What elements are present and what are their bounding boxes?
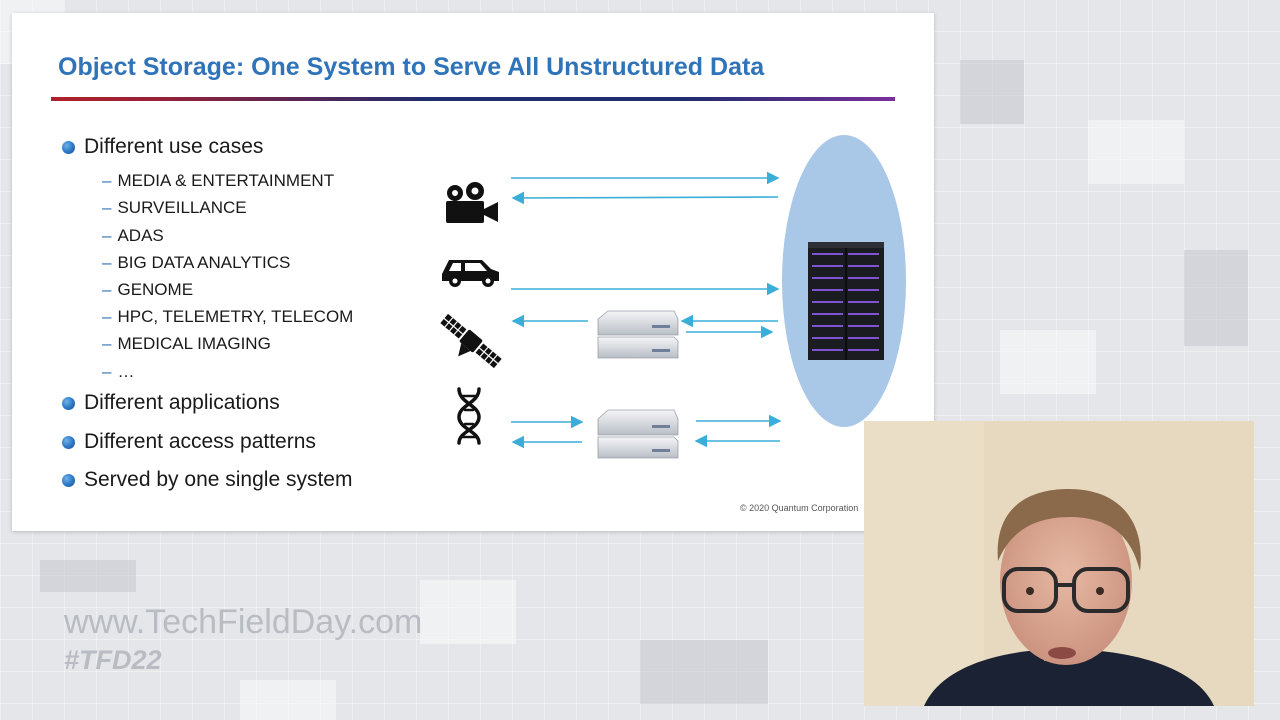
sub-item-text: GENOME [117,280,194,299]
sub-item: –… [102,362,134,382]
bullet-item: Served by one single system [62,468,352,492]
sub-item: –SURVEILLANCE [102,198,247,218]
sub-item-text: MEDIA & ENTERTAINMENT [117,171,335,190]
bg-tile [420,580,516,644]
bg-tile [1184,250,1248,346]
presenter-image [864,421,1254,706]
watermark-hashtag: #TFD22 [64,645,162,675]
architecture-diagram [440,135,906,459]
bullet-item: Different use cases [62,135,263,159]
bullet-icon [62,396,75,410]
dash-icon: – [102,334,112,353]
dash-icon: – [102,171,112,190]
sub-item: –GENOME [102,280,193,300]
copyright: © 2020 Quantum Corporation [740,503,859,513]
sub-item-text: ADAS [117,226,164,245]
sub-item: –MEDIA & ENTERTAINMENT [102,171,334,191]
bullet-text: Served by one single system [84,468,353,491]
dash-icon: – [102,280,112,299]
slide: Object Storage: One System to Serve All … [12,13,934,531]
dash-icon: – [102,307,112,326]
dna-icon [457,387,481,445]
dash-icon: – [102,226,112,245]
bullet-icon [62,140,75,154]
bullet-text: Different use cases [84,135,264,158]
watermark-url: www.TechFieldDay.com [64,603,423,641]
sub-item-text: … [117,362,135,381]
bg-tile [1000,330,1096,394]
sub-item-text: BIG DATA ANALYTICS [117,253,291,272]
title-rule [51,97,895,101]
bg-tile [40,560,136,592]
arrow [511,191,779,205]
webcam-video [864,421,1254,706]
car-icon [442,260,499,287]
bullet-icon [62,473,75,487]
movie-camera-icon [446,182,498,223]
bg-tile [1088,120,1184,184]
bullet-item: Different applications [62,391,280,415]
bullet-item: Different access patterns [62,430,316,454]
sub-item-text: MEDICAL IMAGING [117,334,271,353]
sub-item-text: SURVEILLANCE [117,198,247,217]
server-rack-icon [808,242,884,360]
dash-icon: – [102,198,112,217]
sub-item: –BIG DATA ANALYTICS [102,253,290,273]
server-icon [597,409,679,459]
slide-title: Object Storage: One System to Serve All … [58,53,765,81]
dash-icon: – [102,362,112,381]
dash-icon: – [102,253,112,272]
sub-item: –ADAS [102,226,164,246]
bullet-text: Different access patterns [84,430,316,453]
sub-item: –HPC, TELEMETRY, TELECOM [102,307,353,327]
bullet-icon [62,435,75,449]
sub-item-text: HPC, TELEMETRY, TELECOM [117,307,354,326]
satellite-icon [440,313,502,369]
server-icon [597,310,679,359]
sub-item: –MEDICAL IMAGING [102,334,271,354]
bg-tile [960,60,1024,124]
bullet-text: Different applications [84,391,280,414]
bg-tile [640,640,768,704]
bg-tile [240,680,336,720]
